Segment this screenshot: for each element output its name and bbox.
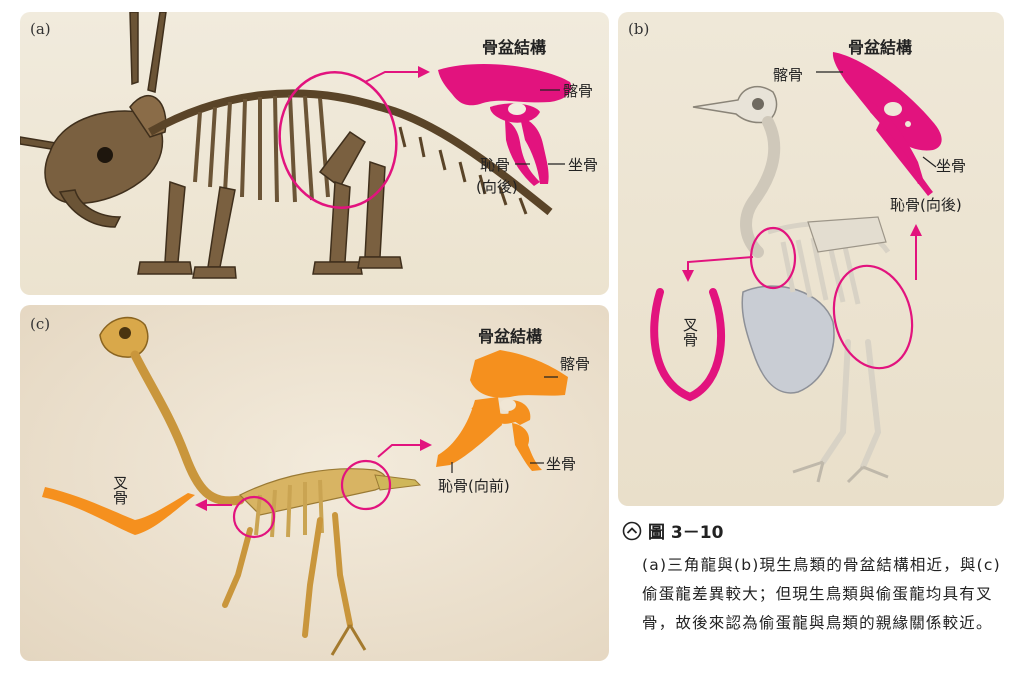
panel-b-ilium-label: 髂骨 [773, 64, 803, 85]
panel-a-ischium-label: 坐骨 [568, 154, 598, 175]
panel-b-furcula-label: 叉骨 [680, 317, 701, 347]
panel-b-bird: (b) 骨盆結構 髂骨 坐骨 恥骨(向後) 叉骨 [618, 12, 1004, 506]
panel-b-label: (b) [628, 20, 649, 38]
panel-a-pubis-note: (向後) [476, 176, 518, 197]
panel-c-title: 骨盆結構 [478, 323, 542, 347]
figure-caption: 圖 3－10 (a)三角龍與(b)現生鳥類的骨盆結構相近，與(c)偷蛋龍差異較大… [622, 518, 1014, 638]
bird-skeleton-illustration [618, 12, 1004, 506]
panel-a-pubis-label: 恥骨 [480, 154, 510, 175]
panel-b-ischium-label: 坐骨 [936, 155, 966, 176]
panel-a-title: 骨盆結構 [482, 34, 546, 58]
panel-c-oviraptor: (c) 骨盆結構 髂骨 坐骨 恥骨(向前) 叉骨 [20, 305, 609, 661]
panel-b-pubis-label: 恥骨(向後) [890, 194, 962, 215]
figure-header: 圖 3－10 [622, 518, 1014, 543]
panel-c-label: (c) [30, 315, 50, 333]
oviraptor-skeleton-illustration [20, 305, 609, 661]
panel-c-ischium-label: 坐骨 [546, 453, 576, 474]
figure-title: 圖 3－10 [648, 518, 723, 543]
panel-c-ilium-label: 髂骨 [560, 353, 590, 374]
panel-b-title: 骨盆結構 [848, 34, 912, 58]
panel-a-triceratops: (a) 骨盆結構 髂骨 恥骨 (向後) 坐骨 [20, 12, 609, 295]
chevron-up-circle-icon [622, 521, 642, 541]
panel-a-ilium-label: 髂骨 [563, 80, 593, 101]
panel-c-furcula-label: 叉骨 [110, 475, 131, 505]
panel-a-label: (a) [30, 20, 51, 38]
panel-c-pubis-label: 恥骨(向前) [438, 475, 510, 496]
figure-caption-text: (a)三角龍與(b)現生鳥類的骨盆結構相近，與(c)偷蛋龍差異較大；但現生鳥類與… [642, 551, 1014, 638]
